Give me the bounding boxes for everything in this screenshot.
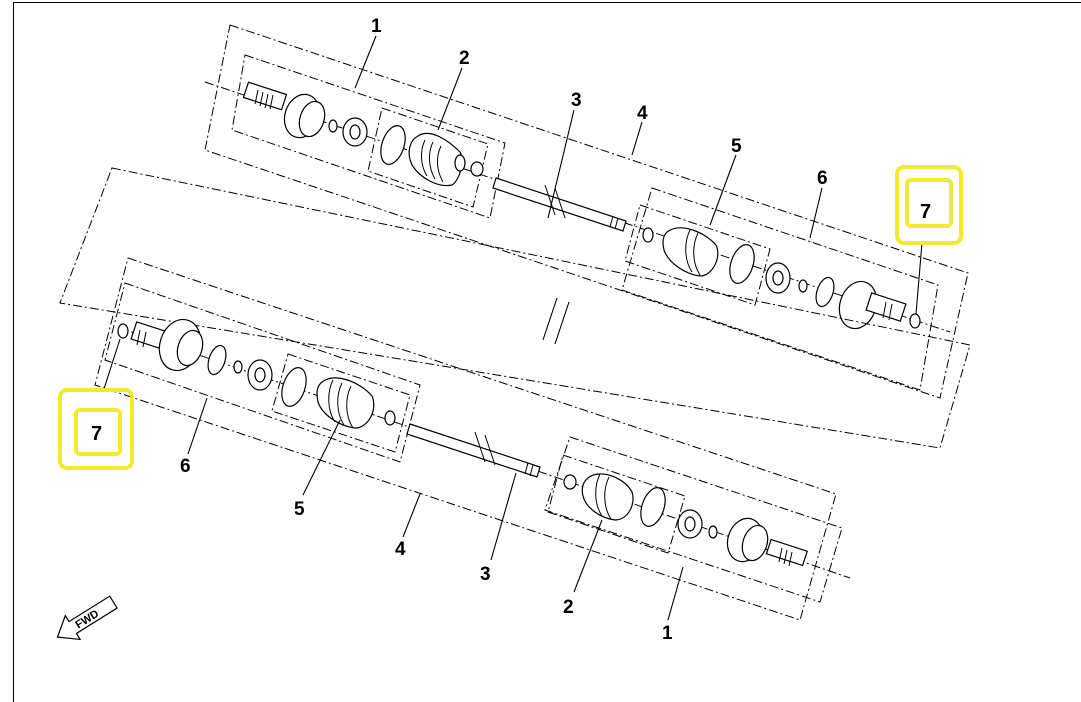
group-4-link-box	[59, 167, 971, 449]
upper-group-5-box	[624, 204, 771, 306]
lower-boot-clamp-large	[640, 487, 666, 527]
lower-group-2-box	[547, 454, 686, 554]
upper-outer-stub	[242, 81, 288, 111]
highlight-box-lower-inner	[74, 408, 122, 456]
upper-shaft	[492, 177, 627, 232]
callout-7-upper: 7	[920, 201, 931, 223]
lower-inner-tripod	[247, 359, 273, 391]
upper-group-2-box	[367, 107, 489, 208]
fwd-arrow: FWD	[56, 595, 118, 641]
upper-group-6-box	[621, 187, 939, 391]
lower-inner-cv-housing	[130, 318, 204, 372]
highlight-box-upper	[895, 165, 963, 245]
upper-axle-assembly	[204, 24, 969, 399]
upper-circlip-7	[909, 313, 921, 329]
highlights	[58, 165, 963, 470]
lower-inner-clamp-large	[281, 367, 307, 407]
leader-lines	[102, 35, 923, 621]
upper-inner-race	[342, 117, 368, 147]
lower-outer-stub	[765, 538, 808, 567]
lower-inner-clamp-small	[384, 410, 396, 426]
lower-group-4-box	[94, 257, 837, 621]
callout-numbers: 1 2 3 4 5 6 7 7 6 5 4 3 2 1	[91, 16, 931, 644]
lower-inner-boot	[316, 377, 375, 429]
callout-7-lower: 7	[91, 423, 102, 445]
upper-inner-ring	[815, 276, 835, 308]
callout-6-lower: 6	[180, 456, 191, 477]
callout-3-upper: 3	[571, 90, 582, 111]
callout-5-lower: 5	[294, 499, 305, 520]
lower-cv-boot	[581, 473, 634, 521]
highlight-box-upper-inner	[905, 178, 953, 228]
callout-1-upper: 1	[371, 16, 382, 37]
callout-4-upper: 4	[637, 103, 648, 124]
upper-group-4-box	[204, 24, 969, 399]
upper-inner-clamp-small	[642, 227, 654, 243]
break-marks	[542, 297, 570, 345]
callout-2-upper: 2	[459, 48, 470, 69]
lower-boot-clamp-small	[563, 474, 577, 490]
lower-inner-snap-ring	[233, 360, 243, 374]
lower-inner-race	[677, 509, 703, 539]
highlight-box-lower	[58, 388, 134, 470]
callout-5-upper: 5	[731, 136, 742, 157]
upper-inner-snap-ring	[798, 279, 808, 293]
lower-shaft	[406, 423, 541, 478]
upper-inner-tripod	[765, 262, 791, 294]
callout-4-lower: 4	[395, 539, 406, 560]
cv-axle-exploded-diagram: 1 2 3 4 5 6 7 7 6 5 4 3 2 1 FWD	[56, 16, 971, 644]
lower-group-5-box	[271, 353, 411, 453]
callout-2-lower: 2	[563, 597, 574, 618]
lower-group-1-box	[544, 436, 843, 603]
upper-boot-clamp-small	[470, 161, 484, 177]
lower-axle-assembly	[59, 167, 971, 621]
upper-cv-boot	[408, 132, 466, 187]
upper-boot-clamp-large	[380, 125, 406, 165]
callout-6-upper: 6	[817, 168, 828, 189]
lower-outer-cv-housing	[726, 517, 769, 563]
upper-inner-boot	[662, 227, 719, 277]
upper-outer-cv-housing	[283, 93, 326, 139]
lower-snap-ring	[708, 525, 718, 539]
upper-snap-ring	[328, 119, 338, 133]
upper-inner-clamp-large	[729, 244, 755, 284]
callout-1-lower: 1	[662, 623, 673, 644]
lower-circlip-7	[117, 323, 129, 339]
upper-inner-cv-housing	[838, 280, 907, 330]
fwd-arrow-shape	[56, 595, 118, 641]
lower-inner-ring	[207, 344, 227, 376]
lower-group-6-box	[104, 282, 421, 463]
diagram-frame	[13, 2, 1081, 702]
upper-group-1-box	[231, 54, 506, 219]
callout-3-lower: 3	[480, 564, 491, 585]
